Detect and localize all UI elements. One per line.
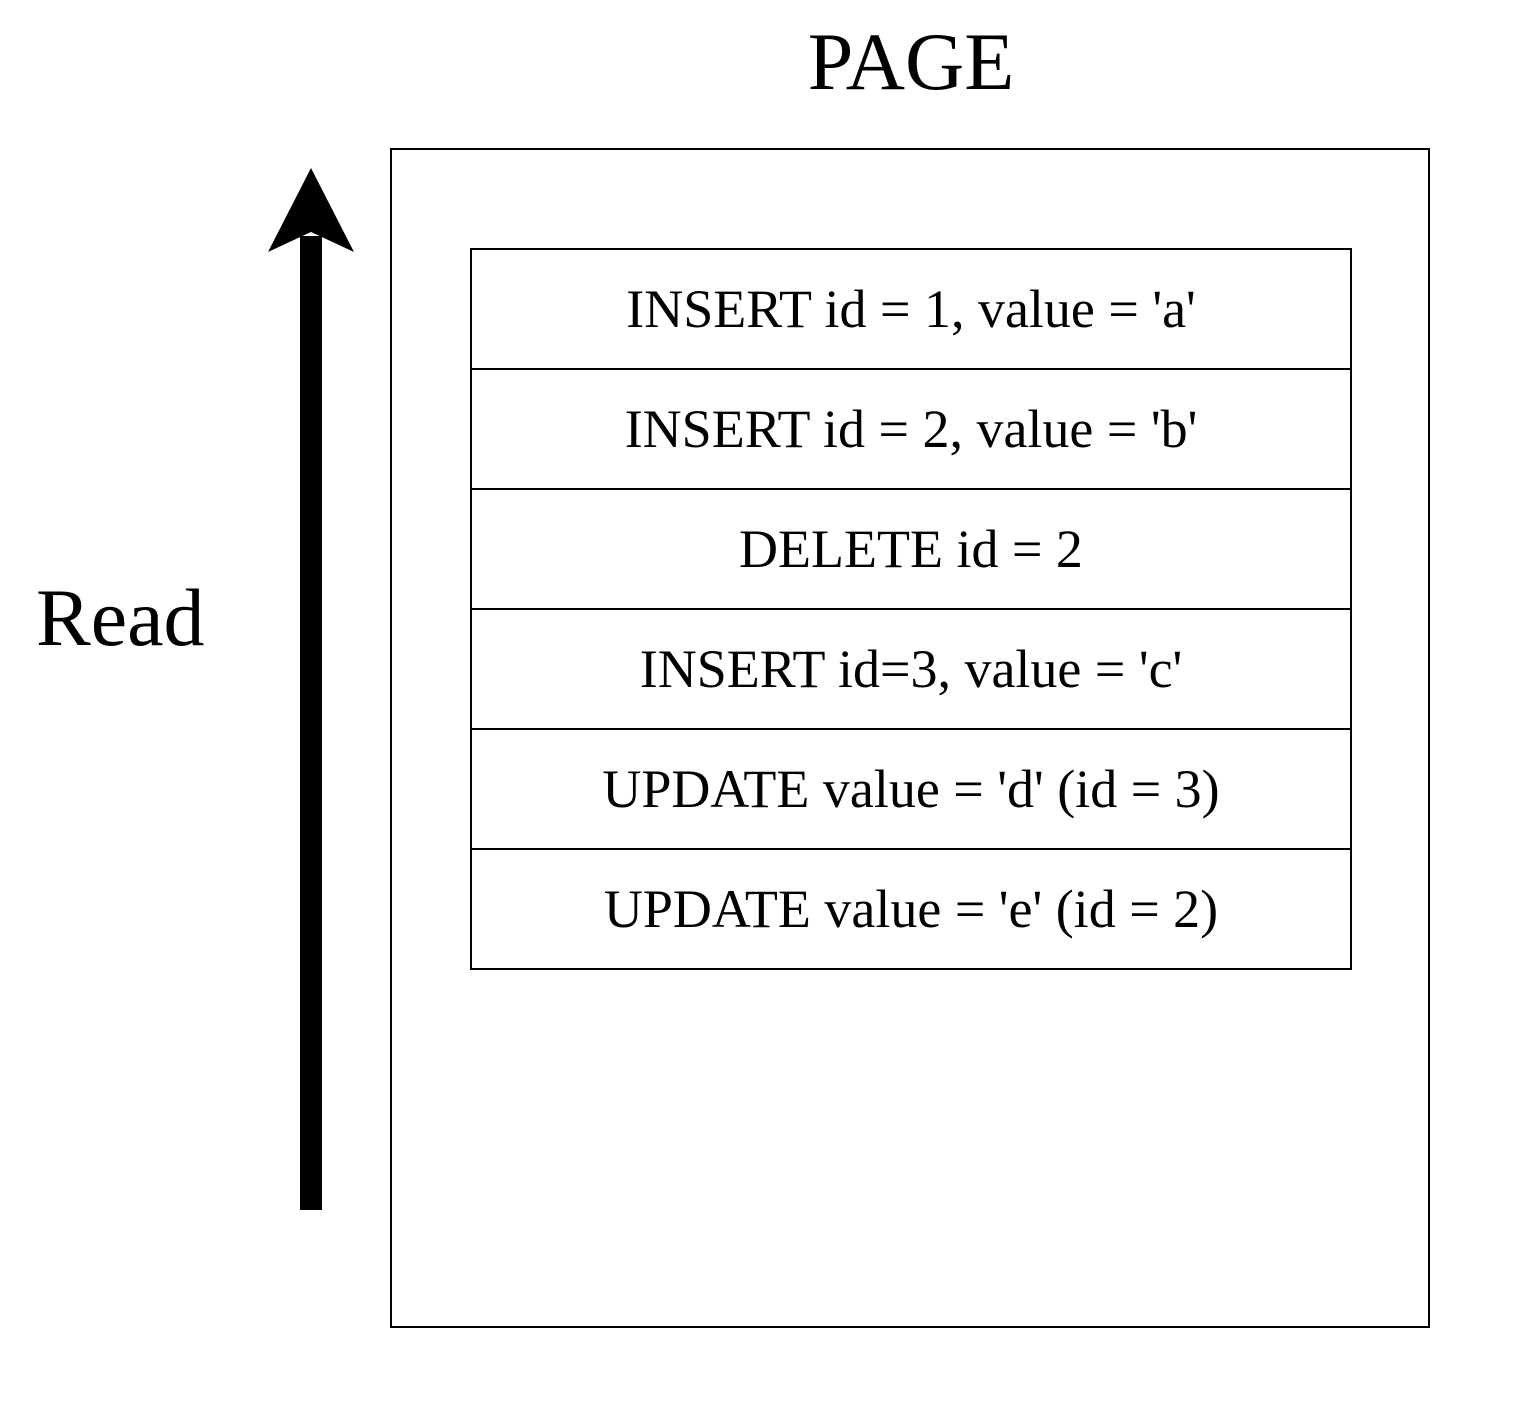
read-direction-arrow-icon xyxy=(268,168,354,1210)
page-title: PAGE xyxy=(807,16,1015,107)
read-arrow-shaft xyxy=(300,236,322,1210)
log-entry: INSERT id = 1, value = 'a' xyxy=(472,250,1350,370)
page-frame xyxy=(390,148,1430,1328)
log-entry-table: INSERT id = 1, value = 'a' INSERT id = 2… xyxy=(470,248,1352,970)
read-arrow-head xyxy=(268,168,354,252)
log-entry: INSERT id = 2, value = 'b' xyxy=(472,370,1350,490)
log-entry: UPDATE value = 'e' (id = 2) xyxy=(603,879,1219,939)
log-entry: DELETE id = 2 xyxy=(472,490,1350,610)
log-entry: UPDATE value = 'd' (id = 3) xyxy=(472,730,1350,850)
log-entry: INSERT id=3, value = 'c' xyxy=(472,610,1350,730)
read-label: Read xyxy=(36,572,205,663)
